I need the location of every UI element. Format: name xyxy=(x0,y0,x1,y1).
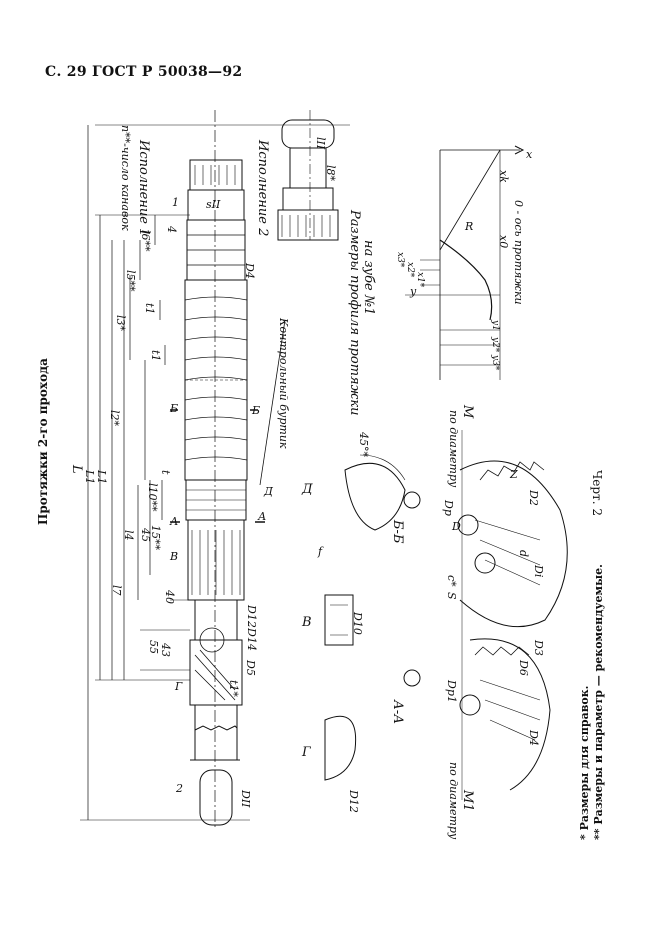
dim-l2: l2* xyxy=(108,410,121,427)
label-broach-axis: 0 - ось протяжки xyxy=(512,200,525,305)
label-d-small: D xyxy=(452,520,461,533)
label-d: d xyxy=(517,550,530,558)
section-mark-a: А xyxy=(170,515,179,528)
label-po-diam2: по диаметру xyxy=(447,762,460,840)
detail-d-angle: 45°* xyxy=(357,432,370,457)
label-dp: Dp xyxy=(442,500,455,516)
label-d4b: D4 xyxy=(527,730,540,746)
label-x0: x0 xyxy=(497,235,510,249)
label-x1: x1* xyxy=(415,272,425,288)
callout-2: 2 xyxy=(176,782,183,795)
section-bb-title: Б-Б xyxy=(390,520,405,544)
dim-l4: l4 xyxy=(122,530,135,541)
dim-l1b: L1 xyxy=(95,470,108,485)
label-x2: x2* xyxy=(405,262,415,278)
section-aa-marker xyxy=(403,669,421,687)
dim-t1b: t1 xyxy=(149,350,162,362)
dim-d5: D5 xyxy=(244,660,257,676)
axis-y: y xyxy=(410,285,417,298)
dim-t1: t1 xyxy=(143,303,156,315)
detail-g-d12: D12 xyxy=(347,790,360,813)
dim-t1-star: t1* xyxy=(227,680,240,697)
label-m1: M1 xyxy=(460,790,475,812)
label-z: Z xyxy=(510,468,518,481)
callout-1: 1 xyxy=(172,196,179,209)
dim-4: 4 xyxy=(165,226,178,233)
section-bb xyxy=(459,460,568,628)
dim-43: 43 xyxy=(159,643,172,657)
section-mark-a2: А xyxy=(258,510,267,523)
label-y1: y1 xyxy=(490,320,500,331)
section-mark-b: Б xyxy=(170,402,179,415)
label-profile-size: Размеры профиля протяжки xyxy=(347,210,362,416)
detail-d-title: Д xyxy=(302,482,313,497)
label-m: M xyxy=(460,405,475,419)
dim-l8: l8* xyxy=(324,165,337,182)
dim-l3: l3* xyxy=(114,315,127,332)
shank-end xyxy=(199,769,233,826)
dim-l: L xyxy=(69,465,84,474)
label-d3: D3 xyxy=(532,640,545,656)
detail-g-circle xyxy=(199,627,225,653)
label-s: S xyxy=(445,592,458,600)
detail-d xyxy=(344,462,406,531)
detail-v-d10: D10 xyxy=(351,612,364,635)
label-po-diam: по диаметру xyxy=(447,410,460,488)
label-r: R xyxy=(465,220,474,233)
section-mark-b2: Б xyxy=(252,404,261,417)
detail-d-f: f xyxy=(318,545,323,558)
detail-mark-d: Д xyxy=(264,485,273,498)
label-dp1: Dp1 xyxy=(445,680,458,703)
dim-sII: sII xyxy=(206,198,221,211)
label-profile-tooth: на зубе №1 xyxy=(361,240,376,316)
detail-v xyxy=(324,594,354,646)
dim-d14: D14 xyxy=(245,628,258,651)
section-aa-title: А-А xyxy=(390,700,405,725)
label-version2: Исполнение 2 xyxy=(255,140,270,237)
label-x3: x3* xyxy=(395,252,405,268)
label-d2: D2 xyxy=(527,490,540,506)
dim-d12: D12 xyxy=(245,605,258,628)
section-bb-marker xyxy=(403,491,421,509)
label-xk: xk xyxy=(497,170,510,183)
label-di: Di xyxy=(532,565,545,578)
detail-g-title: Г xyxy=(302,745,311,760)
dim-lII: lII xyxy=(314,137,327,150)
page-header: С. 29 ГОСТ Р 50038—92 xyxy=(45,64,243,80)
dim-l7: l7 xyxy=(110,585,123,596)
label-d6: D6 xyxy=(517,660,530,676)
dim-dII: DII xyxy=(239,790,252,808)
label-c: c* xyxy=(445,575,458,587)
shank-neck xyxy=(194,704,238,761)
dim-15: 15** xyxy=(149,525,162,550)
detail-mark-g: Г xyxy=(175,680,183,693)
detail-v-title: В xyxy=(302,615,312,630)
label-control-shoulder: Контрольный буртик xyxy=(277,318,290,449)
label-y2: y2* xyxy=(490,337,500,353)
label-n-grooves: n**-число канавок xyxy=(119,125,132,231)
dim-t: t xyxy=(159,470,172,475)
label-y3: y3* xyxy=(490,355,500,371)
dim-l5: l5** xyxy=(124,270,137,292)
section-aa xyxy=(469,638,551,791)
detail-g xyxy=(324,715,357,781)
axis-x: x xyxy=(526,148,533,161)
dim-l10: l10** xyxy=(146,483,159,512)
detail-mark-v: В xyxy=(170,550,179,563)
label-version1: Исполнение 1 xyxy=(136,140,151,237)
dim-d4: D4 xyxy=(243,263,256,279)
dim-40: 40 xyxy=(163,590,176,604)
